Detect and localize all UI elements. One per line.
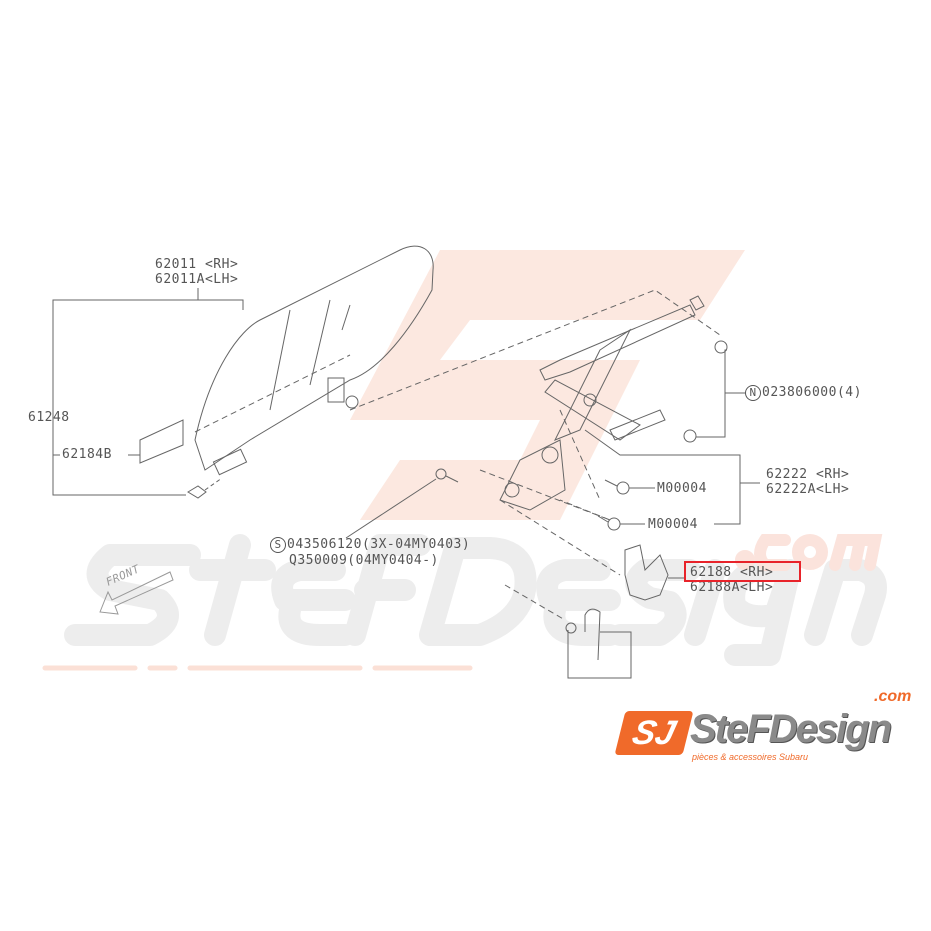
part-label-m00004-lower[interactable]: M00004 xyxy=(648,517,698,532)
door-glass xyxy=(194,245,434,471)
logo-domain: .com xyxy=(874,688,912,705)
part-number-rh: 62011 <RH> xyxy=(155,257,239,272)
window-regulator xyxy=(539,304,696,381)
nut-symbol-icon: N xyxy=(745,385,761,401)
part-label-62011[interactable]: 62011 <RH> 62011A<LH> xyxy=(155,257,238,287)
part-number-alt: Q350009(04MY0404-) xyxy=(289,553,439,568)
part-number-lh: 62188A<LH> xyxy=(690,580,774,595)
watermark-domain-graphic xyxy=(735,534,883,571)
sj-logo-mark: SJ xyxy=(614,711,694,755)
part-number-lh: 62222A<LH> xyxy=(766,482,850,497)
highlight-box xyxy=(684,561,801,582)
watermark-brand-graphic xyxy=(64,534,887,666)
logo-tagline: pièces & accessoires Subaru xyxy=(692,752,809,762)
part-number: 023806000(4) xyxy=(762,385,862,400)
logo-name: SteFDesign xyxy=(690,707,892,751)
part-number-rh: 62188 <RH> xyxy=(690,565,774,580)
part-label-61248[interactable]: 61248 xyxy=(28,410,70,425)
screw-symbol-icon: S xyxy=(270,537,286,553)
part-label-62184b[interactable]: 62184B xyxy=(62,447,112,462)
window-motor xyxy=(624,544,669,601)
part-number-rh: 62222 <RH> xyxy=(766,467,850,482)
part-label-m00004-upper[interactable]: M00004 xyxy=(657,481,707,496)
part-number-lh: 62011A<LH> xyxy=(155,272,239,287)
part-label-62222[interactable]: 62222 <RH> 62222A<LH> xyxy=(766,467,849,497)
stefdesign-logo: SJ SteFDesign .com pièces & accessoires … xyxy=(612,689,922,765)
part-number: 043506120(3X-04MY0403) xyxy=(287,537,471,552)
part-label-62188[interactable]: 62188 <RH> 62188A<LH> xyxy=(690,565,773,595)
